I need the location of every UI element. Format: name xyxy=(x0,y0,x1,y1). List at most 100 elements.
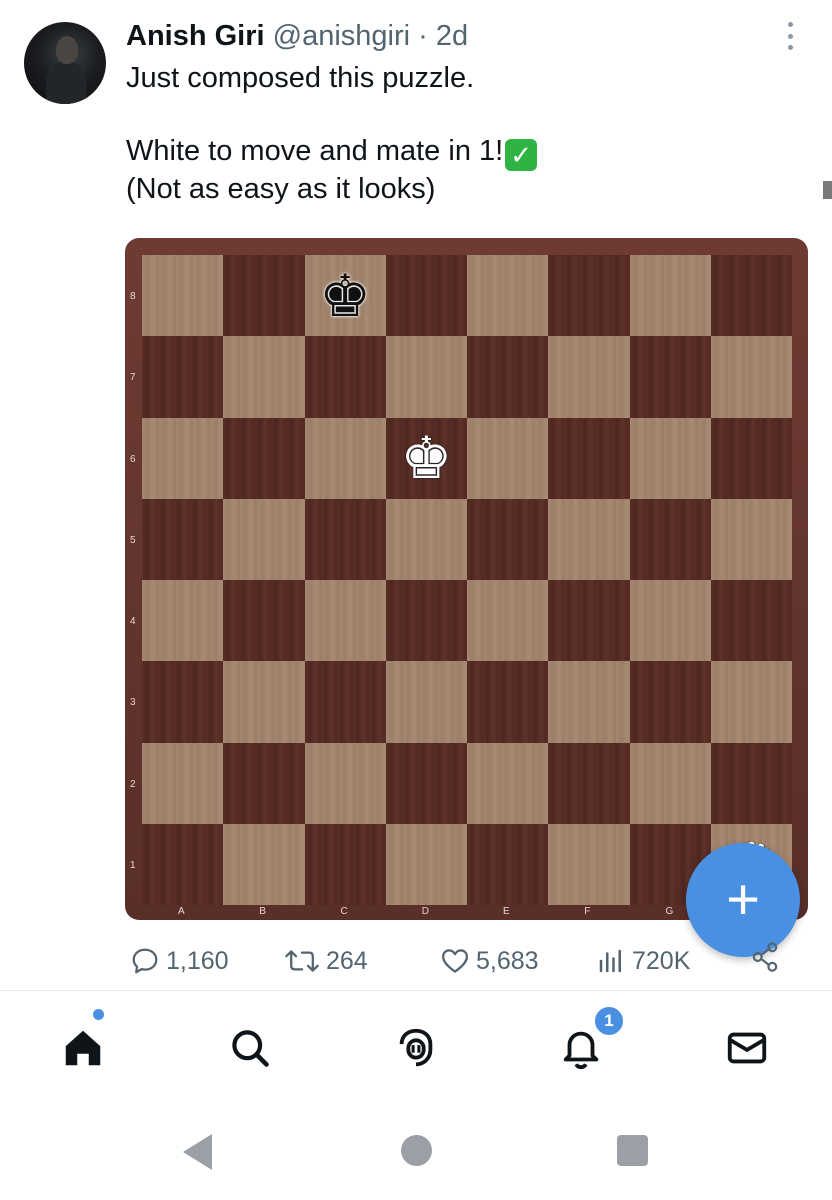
file-label-c: C xyxy=(340,906,348,917)
mail-icon xyxy=(727,1032,767,1064)
file-label-f: F xyxy=(584,906,591,917)
more-options-icon[interactable] xyxy=(780,22,800,50)
share-icon[interactable] xyxy=(750,940,780,974)
notifications-badge: 1 xyxy=(593,1005,625,1037)
rank-label-1: 1 xyxy=(130,859,136,871)
reply-count: 1,160 xyxy=(166,946,229,975)
square-g8 xyxy=(629,255,711,337)
heart-icon xyxy=(442,949,468,973)
tweet-text: Just composed this puzzle. White to move… xyxy=(126,60,538,208)
author-name[interactable]: Anish Giri xyxy=(126,20,265,52)
square-e1 xyxy=(467,823,549,905)
retweet-count: 264 xyxy=(326,946,368,975)
square-e4 xyxy=(467,580,549,662)
square-h6 xyxy=(710,417,792,499)
views-count: 720K xyxy=(632,946,691,975)
square-h5 xyxy=(710,498,792,580)
square-b8 xyxy=(223,255,305,337)
divider xyxy=(0,990,832,991)
retweet-button[interactable]: 264 xyxy=(284,946,368,976)
tweet-line-2: White to move and mate in 1!✓ xyxy=(126,133,538,171)
square-b7 xyxy=(223,336,305,418)
like-count: 5,683 xyxy=(476,946,539,975)
square-d3 xyxy=(385,661,467,743)
square-f5 xyxy=(548,498,630,580)
compose-fab-button[interactable]: + xyxy=(686,843,800,957)
square-g4 xyxy=(629,580,711,662)
home-circle-icon[interactable] xyxy=(401,1135,432,1166)
square-e6 xyxy=(467,417,549,499)
square-a6 xyxy=(142,417,224,499)
square-c4 xyxy=(304,580,386,662)
rank-label-2: 2 xyxy=(130,778,136,790)
rank-label-6: 6 xyxy=(130,453,136,465)
reply-button[interactable]: 1,160 xyxy=(130,946,229,976)
home-icon xyxy=(65,1030,101,1066)
rank-label-7: 7 xyxy=(130,372,136,384)
square-d7 xyxy=(385,336,467,418)
tab-notifications[interactable] xyxy=(555,1022,607,1074)
square-b4 xyxy=(223,580,305,662)
square-a4 xyxy=(142,580,224,662)
file-label-b: B xyxy=(259,906,266,917)
square-c7 xyxy=(304,336,386,418)
square-g2 xyxy=(629,742,711,824)
file-label-d: D xyxy=(421,906,429,917)
square-d4 xyxy=(385,580,467,662)
spaces-microphone-icon xyxy=(399,1028,433,1067)
file-label-e: E xyxy=(503,906,510,917)
square-f2 xyxy=(548,742,630,824)
square-h8 xyxy=(710,255,792,337)
tweet-time[interactable]: 2d xyxy=(435,20,469,52)
square-d2 xyxy=(385,742,467,824)
separator: · xyxy=(410,20,436,52)
square-b1 xyxy=(223,823,305,905)
square-e3 xyxy=(467,661,549,743)
square-a5 xyxy=(142,498,224,580)
tab-search[interactable] xyxy=(224,1022,276,1074)
square-g5 xyxy=(629,498,711,580)
white-piece-d6: ♚ xyxy=(400,424,453,493)
square-e8 xyxy=(467,255,549,337)
square-h4 xyxy=(710,580,792,662)
square-f1 xyxy=(548,823,630,905)
tweet-line-3: (Not as easy as it looks) xyxy=(126,173,436,205)
retweet-icon xyxy=(285,950,319,972)
author-avatar[interactable] xyxy=(24,22,106,104)
rank-label-8: 8 xyxy=(130,291,136,302)
square-d5 xyxy=(385,498,467,580)
square-c2 xyxy=(304,742,386,824)
avatar-figure-body xyxy=(46,62,86,104)
chess-board: ♚♚♛ xyxy=(142,255,792,905)
bell-icon xyxy=(563,1031,599,1070)
square-f7 xyxy=(548,336,630,418)
tab-spaces[interactable] xyxy=(390,1022,442,1074)
rank-label-5: 5 xyxy=(130,534,136,546)
square-a3 xyxy=(142,661,224,743)
square-b2 xyxy=(223,742,305,824)
recent-apps-icon[interactable] xyxy=(617,1135,648,1166)
avatar-figure-head xyxy=(56,36,78,64)
square-b5 xyxy=(223,498,305,580)
tweet-actions: 1,160 264 5,683 720K xyxy=(0,940,832,986)
bottom-tab-bar: 1 xyxy=(0,992,832,1102)
square-d1 xyxy=(385,823,467,905)
like-button[interactable]: 5,683 xyxy=(440,946,539,976)
author-handle[interactable]: @anishgiri xyxy=(272,20,411,52)
rank-label-3: 3 xyxy=(130,697,136,709)
check-mark-emoji-icon: ✓ xyxy=(505,139,538,171)
square-f4 xyxy=(548,580,630,662)
tab-home[interactable] xyxy=(57,1022,109,1074)
tab-messages[interactable] xyxy=(721,1022,773,1074)
square-f6 xyxy=(548,417,630,499)
chess-board-image[interactable]: ♚♚♛ 87654321ABCDEFGH xyxy=(125,238,808,920)
views-button[interactable]: 720K xyxy=(596,946,690,976)
scrollbar[interactable] xyxy=(823,181,832,199)
square-g3 xyxy=(629,661,711,743)
square-c8: ♚ xyxy=(304,255,386,337)
square-e7 xyxy=(467,336,549,418)
tweet-header: Anish Giri @anishgiri · 2d xyxy=(126,20,468,53)
square-h3 xyxy=(710,661,792,743)
back-icon[interactable] xyxy=(183,1134,212,1170)
square-g7 xyxy=(629,336,711,418)
